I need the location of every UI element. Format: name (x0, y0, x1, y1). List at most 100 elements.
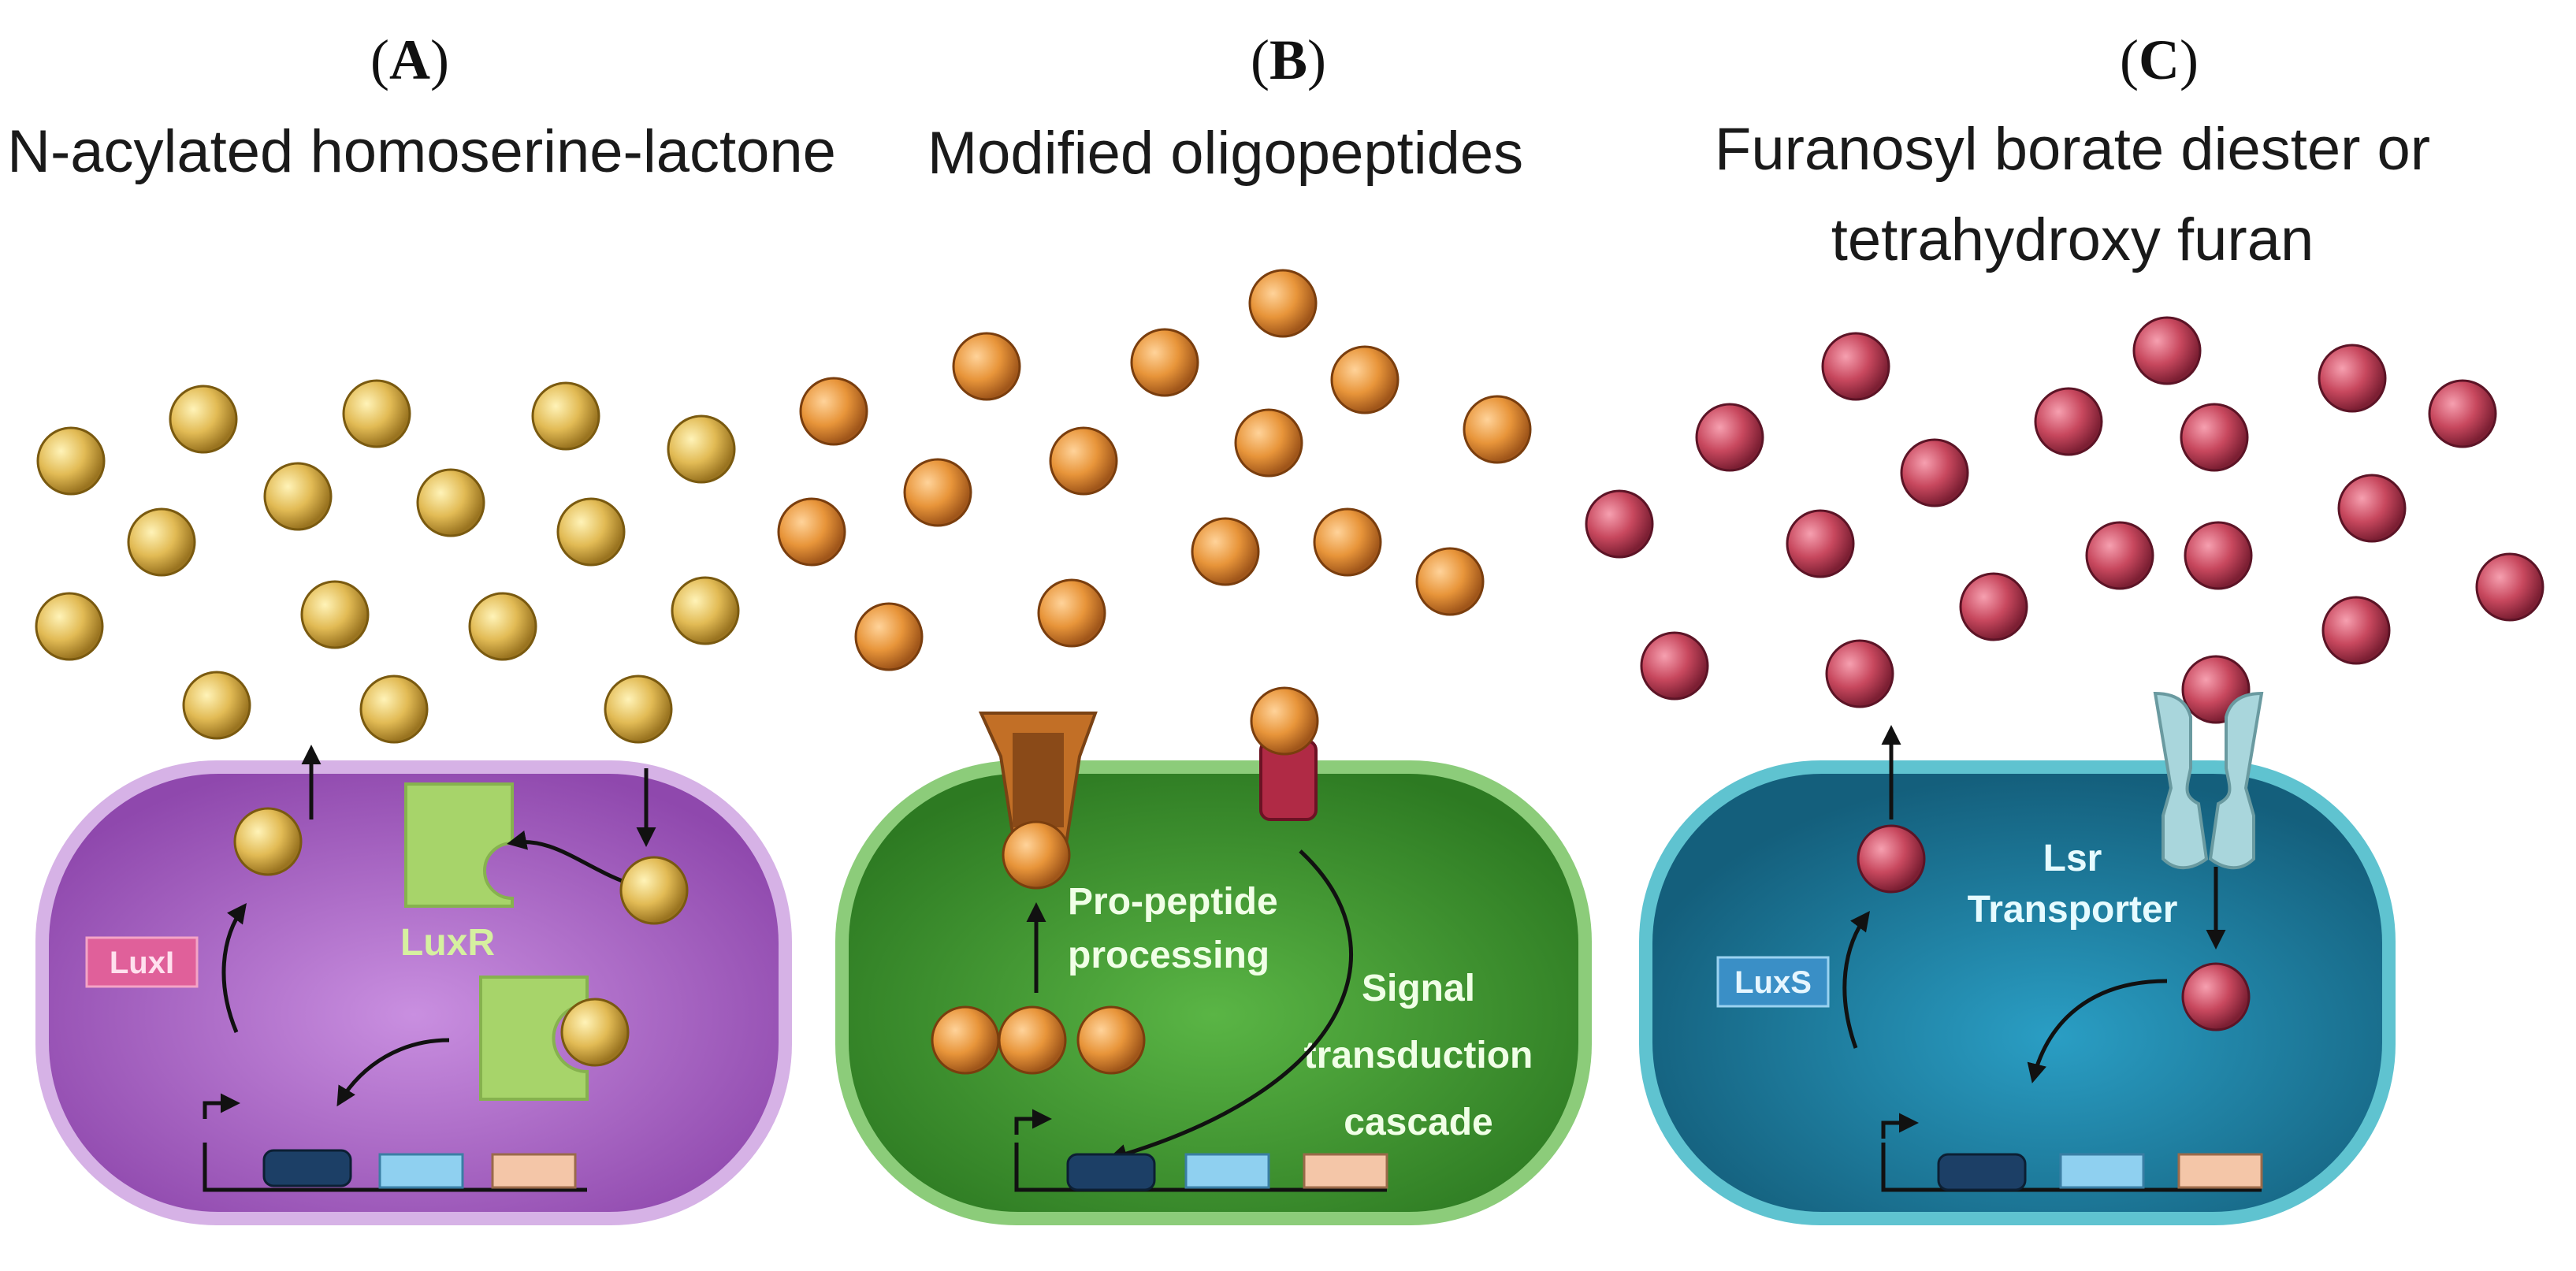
red-sphere-icon (2475, 552, 2544, 622)
gene-box-3 (1303, 1153, 1388, 1189)
orange-sphere-icon (931, 1005, 1000, 1075)
yellow-sphere-icon (233, 807, 303, 876)
orange-sphere-icon (1049, 426, 1118, 496)
cell-c-cytoplasm (1652, 774, 2382, 1212)
cell-b: Pro-peptide processing Signal transducti… (835, 712, 1592, 1225)
luxi-badge (85, 936, 199, 988)
red-sphere-icon (1695, 403, 1764, 472)
binding-arrow (507, 830, 627, 885)
transporter-label-1: Lsr (2043, 838, 2102, 879)
panel-a-title: N-acylated homoserine-lactone (7, 118, 836, 185)
orange-sphere-icon (1191, 517, 1260, 586)
yellow-sphere-icon (263, 462, 333, 531)
yellow-sphere-icon (556, 497, 626, 567)
orange-sphere-icon (1313, 507, 1382, 577)
panel-a-heading: (A) N-acylated homoserine-lactone (7, 28, 836, 185)
signal-label-3: cascade (1344, 1102, 1493, 1143)
processing-label-1: Pro-peptide (1068, 881, 1278, 923)
yellow-sphere-icon (35, 592, 104, 661)
red-sphere-icon (1585, 489, 1654, 559)
cell-a: LuxR LuxI (35, 745, 792, 1225)
yellow-sphere-icon (36, 426, 106, 496)
yellow-sphere-icon (667, 414, 736, 484)
luxs-badge (1716, 956, 1830, 1008)
yellow-sphere-icon (359, 675, 429, 744)
orange-sphere-icon (1463, 395, 1532, 464)
promoter-arrow-icon (203, 1093, 240, 1119)
gene-box-2 (378, 1153, 464, 1189)
red-sphere-icon (2184, 521, 2253, 590)
yellow-sphere-icon (182, 671, 251, 740)
luxs-label: LuxS (1734, 965, 1812, 1000)
red-sphere-icon (1786, 509, 1855, 578)
gene-box-3 (2177, 1153, 2263, 1189)
signal-label-2: transduction (1304, 1035, 1533, 1076)
orange-sphere-icon (1250, 686, 1319, 756)
orange-sphere-icon (1037, 578, 1106, 648)
orange-sphere-icon (998, 1005, 1067, 1075)
yellow-sphere-icon (127, 507, 196, 577)
luxi-label: LuxI (110, 946, 174, 980)
promoter-arrow-icon (1881, 1113, 1919, 1139)
exporter-channel (1013, 733, 1064, 827)
red-sphere-icon (1825, 639, 1894, 708)
red-sphere-icon (1640, 631, 1709, 701)
synthesis-arrow (221, 902, 247, 1033)
red-sphere-icon (1857, 824, 1926, 894)
orange-sphere-icon (1076, 1005, 1146, 1075)
orange-sphere-icon (952, 332, 1021, 401)
activation-arrow (336, 1038, 450, 1107)
red-sphere-icon (2181, 962, 2251, 1031)
orange-sphere-icon (1330, 345, 1400, 414)
gene-box-3 (491, 1153, 577, 1189)
synthesis-arrow (1842, 910, 1870, 1049)
yellow-sphere-icon (531, 381, 600, 451)
transduction-arrow (1107, 849, 1353, 1164)
gene-box-1 (262, 1149, 352, 1187)
signal-label-1: Signal (1362, 968, 1475, 1009)
extracellular-molecules (35, 269, 2544, 744)
intracellular-molecules (233, 686, 2251, 1075)
orange-sphere-icon (854, 602, 924, 671)
panel-c-title-line1: Furanosyl borate diester or (1715, 116, 2430, 183)
lsr-transporter-right-icon (2208, 691, 2264, 870)
orange-sphere-icon (1248, 269, 1318, 338)
red-sphere-icon (2085, 521, 2154, 590)
red-sphere-icon (1959, 572, 2028, 641)
red-sphere-icon (1821, 332, 1890, 401)
red-sphere-icon (2428, 379, 2497, 448)
gene-box-1 (1937, 1153, 2027, 1191)
orange-sphere-icon (799, 377, 868, 446)
panel-b-heading: (B) Modified oligopeptides (927, 28, 1523, 187)
red-sphere-icon (1900, 438, 1969, 507)
yellow-sphere-icon (169, 385, 238, 454)
gene-operon-c (1881, 1113, 2263, 1192)
red-sphere-icon (2034, 387, 2103, 456)
yellow-sphere-icon (468, 592, 537, 661)
luxr-label: LuxR (400, 922, 495, 964)
yellow-sphere-icon (342, 379, 411, 448)
yellow-sphere-icon (416, 468, 485, 537)
gene-box-1 (1066, 1153, 1156, 1191)
yellow-sphere-icon (671, 576, 740, 645)
red-sphere-icon (2318, 344, 2387, 413)
panel-c-letter: (C) (2120, 28, 2199, 91)
lsr-transporter-left-icon (2153, 691, 2209, 870)
red-sphere-icon (2132, 316, 2202, 385)
red-sphere-icon (2337, 474, 2407, 543)
orange-sphere-icon (1130, 328, 1199, 397)
red-sphere-icon (2180, 403, 2249, 472)
panel-a-letter: (A) (370, 28, 449, 91)
gene-box-2 (2059, 1153, 2145, 1189)
orange-sphere-icon (1415, 547, 1485, 616)
orange-sphere-icon (1002, 820, 1071, 890)
cell-c: Lsr Transporter LuxS (1639, 691, 2396, 1225)
activation-arrow (2027, 979, 2168, 1083)
panel-c-title-line2: tetrahydroxy furan (1831, 206, 2314, 273)
promoter-arrow-icon (1014, 1109, 1052, 1135)
gene-operon-a (203, 1093, 587, 1192)
transporter-label-2: Transporter (1968, 889, 2178, 931)
yellow-sphere-icon (619, 856, 689, 925)
orange-sphere-icon (1234, 408, 1303, 478)
